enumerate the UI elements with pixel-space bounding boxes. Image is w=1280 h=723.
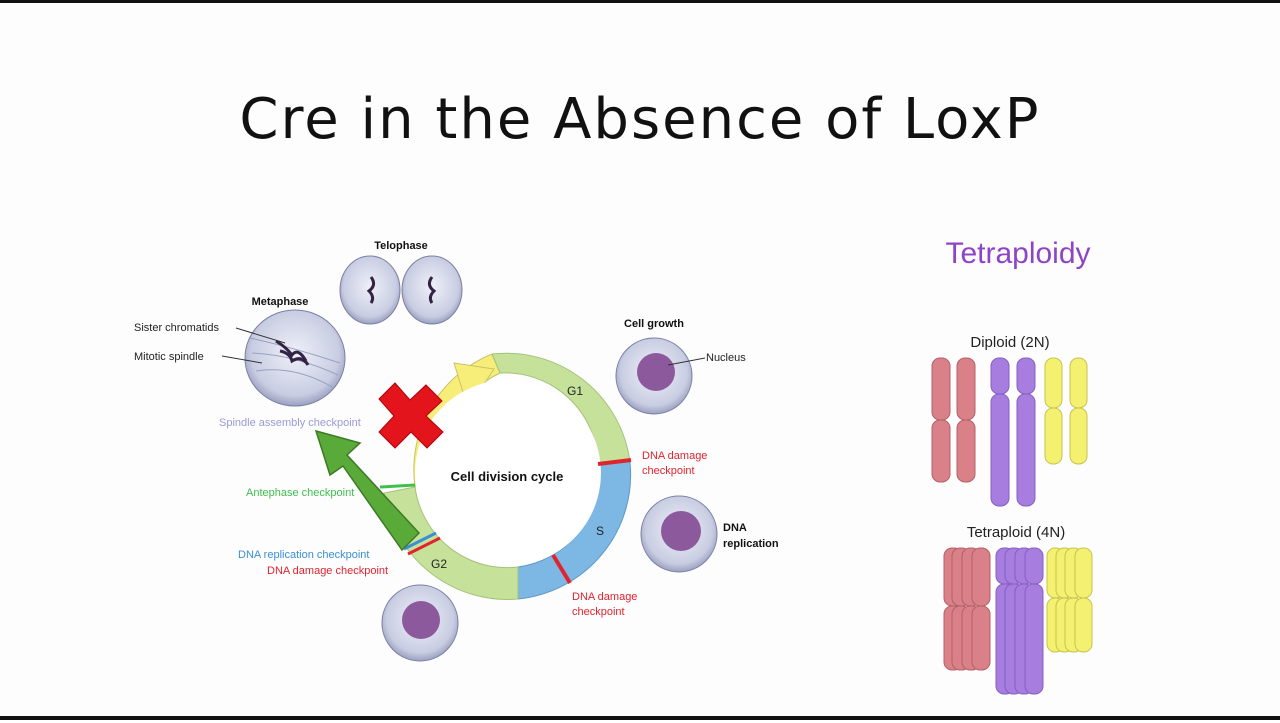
tetraploid-yellow-group — [1046, 547, 1093, 653]
cell-growth-cell — [615, 337, 693, 415]
chromosome — [1044, 357, 1063, 409]
cycle-ring — [379, 352, 632, 600]
telophase-label: Telophase — [374, 240, 428, 252]
telophase-cell — [339, 255, 463, 325]
chromosome — [931, 357, 951, 421]
s-dna-damage-checkpoint-bar — [551, 553, 572, 585]
ploidy-title: Tetraploidy — [945, 237, 1090, 270]
dna-replication-label-line2: replication — [723, 538, 779, 550]
chromosome — [956, 357, 976, 421]
chromosome — [990, 357, 1010, 395]
chromosome — [1069, 357, 1088, 409]
sister-chromatids-label: Sister chromatids — [134, 322, 219, 334]
g2-dna-damage-checkpoint-label: DNA damage checkpoint — [267, 565, 388, 577]
g2-label: G2 — [431, 557, 447, 571]
spindle-checkpoint-label: Spindle assembly checkpoint — [219, 417, 361, 429]
g1-dna-damage-checkpoint-label-line1: DNA damage — [642, 450, 707, 462]
g1-dna-damage-checkpoint-bar — [597, 458, 632, 466]
s-dna-damage-checkpoint-label-line2: checkpoint — [572, 606, 625, 618]
s-dna-damage-checkpoint-label-line1: DNA damage — [572, 591, 637, 603]
g2-cell — [381, 584, 459, 662]
blocked-checkpoint-x-icon — [378, 382, 444, 449]
chromosome — [931, 419, 951, 483]
nucleus-label: Nucleus — [706, 352, 746, 364]
ring-hole — [415, 380, 601, 566]
s-label: S — [596, 524, 604, 538]
chromosome — [1069, 407, 1088, 465]
antephase-checkpoint-bar — [379, 483, 416, 489]
ploidy-diagram: Tetraploidy Diploid (2N) Tetraploid (4N) — [931, 237, 1093, 695]
antephase-checkpoint-label: Antephase checkpoint — [246, 487, 354, 499]
dna-replication-cell — [640, 495, 718, 573]
chromosome — [1016, 357, 1036, 395]
diploid-label: Diploid (2N) — [970, 334, 1049, 351]
nucleus-leader — [667, 357, 706, 366]
dna-replication-checkpoint-label: DNA replication checkpoint — [238, 549, 369, 561]
g1-dna-damage-checkpoint-label-line2: checkpoint — [642, 465, 695, 477]
chromosome — [1044, 407, 1063, 465]
chromosome — [990, 393, 1010, 507]
tetraploid-label: Tetraploid (4N) — [967, 524, 1065, 541]
metaphase-label: Metaphase — [252, 296, 309, 308]
replication-checkpoint-bar — [403, 531, 437, 551]
metaphase-cell — [244, 309, 346, 407]
sister-chromatids-leader — [235, 327, 286, 344]
tetraploid-red-group — [943, 547, 991, 671]
ring-segment-g2 — [383, 486, 519, 600]
bypass-arrow — [314, 429, 421, 552]
chromosome — [956, 419, 976, 483]
mitotic-spindle-leader — [221, 355, 263, 364]
g1-label: G1 — [567, 384, 583, 398]
cell-cycle-diagram: Cell division cycle G1 S G2 Telophase Me… — [134, 240, 779, 662]
tetraploid-purple-group — [995, 547, 1044, 695]
dna-replication-label-line1: DNA — [723, 522, 747, 534]
diploid-chromosomes — [931, 357, 1088, 507]
tetraploid-chromosomes — [943, 547, 1093, 695]
cell-growth-label: Cell growth — [624, 318, 684, 330]
mitotic-spindle-label: Mitotic spindle — [134, 351, 204, 363]
g2-dna-damage-checkpoint-bar — [407, 536, 441, 556]
slide-title: Cre in the Absence of LoxP — [239, 87, 1041, 152]
chromosome — [1016, 393, 1036, 507]
cycle-center-label: Cell division cycle — [451, 469, 564, 484]
